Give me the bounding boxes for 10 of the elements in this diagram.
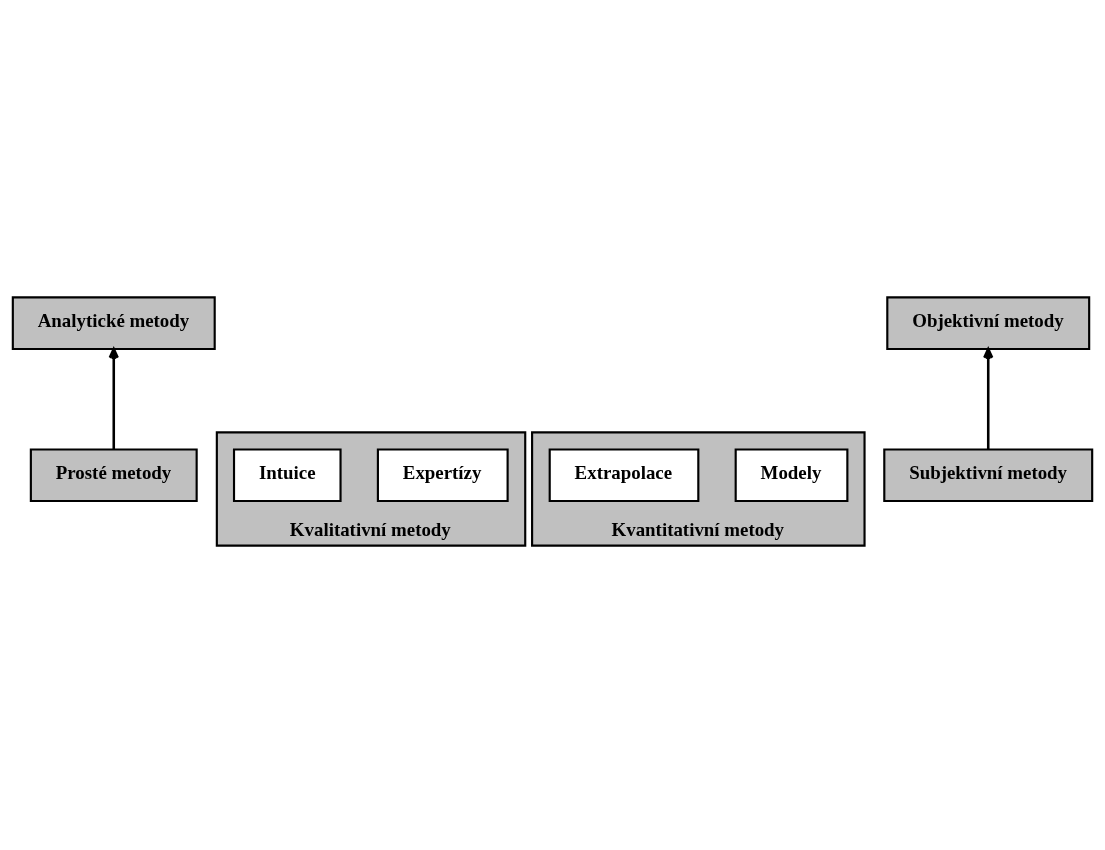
node-box: Expertízy <box>376 448 509 503</box>
node-box: Analytické metody <box>11 296 216 351</box>
node-box: Extrapolace <box>548 448 700 503</box>
node-box: Objektivní metody <box>886 296 1091 351</box>
node-box: Intuice <box>232 448 342 503</box>
node-box: Prosté metody <box>29 448 198 503</box>
arrow <box>983 347 994 450</box>
node-box: Modely <box>734 448 849 503</box>
node-box: Subjektivní metody <box>883 448 1094 503</box>
arrow <box>108 347 119 450</box>
